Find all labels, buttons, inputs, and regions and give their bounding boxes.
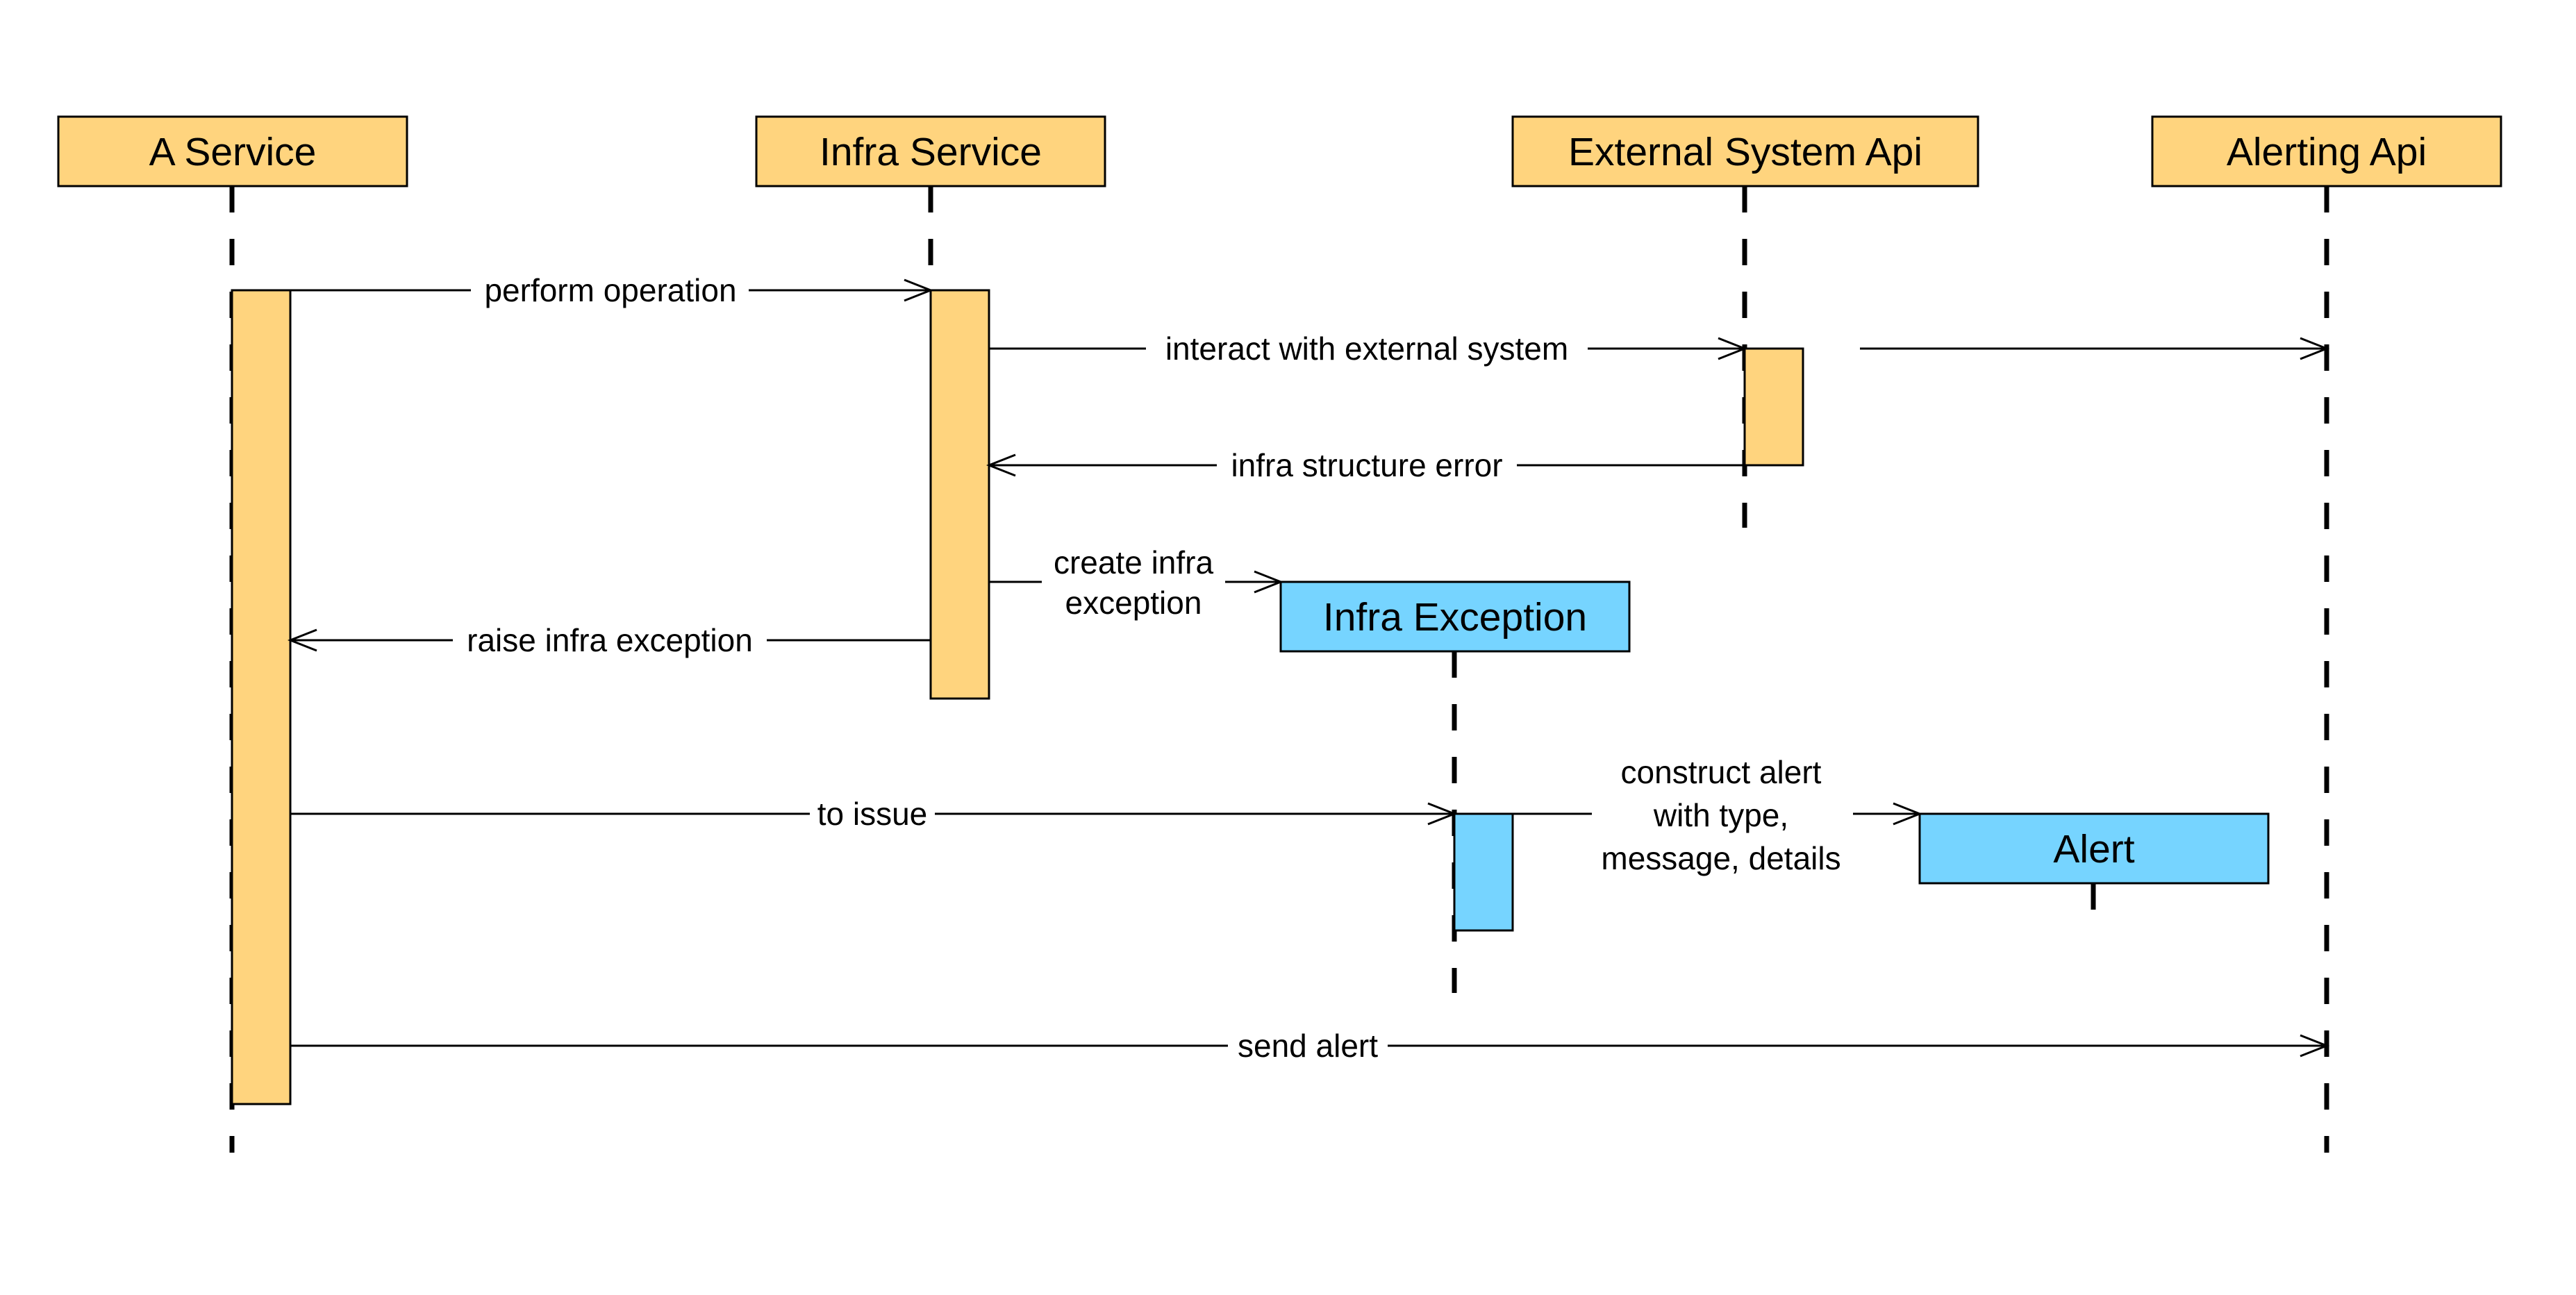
participant-label-alerting-api: Alerting Api	[2227, 130, 2427, 174]
participant-alerting-api: Alerting Api	[2151, 115, 2502, 187]
participant-infra-exception: Infra Exception	[1279, 580, 1631, 653]
participant-label-infra-exception: Infra Exception	[1323, 595, 1587, 640]
label-raise-exception: raise infra exception	[467, 622, 753, 658]
label-send-alert: send alert	[1238, 1028, 1378, 1064]
arrowhead-interact-external	[1718, 337, 1748, 360]
label-construct-alert-line1: construct alert	[1621, 754, 1822, 790]
label-bg-create-exception	[1042, 542, 1225, 624]
activation-infra-exception	[1453, 812, 1514, 932]
arrowhead-send-alert	[2300, 1034, 2330, 1058]
participant-label-infra-service: Infra Service	[820, 130, 1042, 174]
activation-a-service	[231, 289, 292, 1105]
arrowhead-to-alerting-api	[2300, 337, 2330, 360]
label-construct-alert-line3: message, details	[1601, 840, 1840, 876]
label-interact-external: interact with external system	[1165, 331, 1568, 367]
label-bg-raise-exception	[453, 622, 767, 657]
participant-label-external-api: External System Api	[1568, 130, 1922, 174]
participant-a-service: A Service	[57, 115, 408, 187]
participant-label-alert: Alert	[2053, 827, 2134, 871]
label-bg-infra-error	[1217, 447, 1517, 482]
label-create-exception-line1: create infra	[1054, 544, 1214, 580]
arrowhead-raise-exception	[287, 628, 317, 652]
arrowhead-infra-error	[986, 453, 1016, 477]
label-to-issue: to issue	[817, 796, 928, 832]
participant-infra-service: Infra Service	[755, 115, 1106, 187]
activation-external-api	[1743, 347, 1804, 467]
label-construct-alert-line2: with type,	[1653, 797, 1788, 833]
participant-external-api: External System Api	[1511, 115, 1979, 187]
label-bg-perform-operation	[471, 272, 749, 307]
participant-label-a-service: A Service	[149, 130, 317, 174]
label-bg-construct-alert	[1592, 751, 1853, 878]
label-bg-to-issue	[810, 796, 935, 830]
label-create-exception-line2: exception	[1065, 585, 1202, 621]
label-bg-interact-external	[1146, 331, 1588, 365]
arrowhead-perform-operation	[904, 278, 934, 302]
arrowhead-to-issue	[1427, 802, 1458, 826]
label-bg-send-alert	[1228, 1028, 1388, 1062]
label-perform-operation: perform operation	[484, 272, 736, 308]
activation-infra-service	[929, 289, 990, 700]
label-infra-error: infra structure error	[1231, 447, 1502, 483]
participant-alert: Alert	[1918, 812, 2270, 885]
